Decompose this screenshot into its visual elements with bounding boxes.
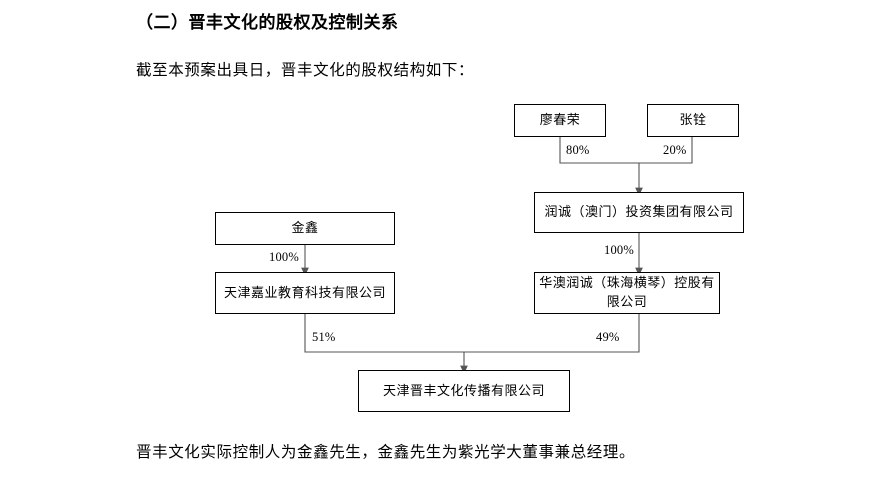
edge-label-zhang-to-runcheng: 20% <box>663 143 687 157</box>
section-heading: （二）晋丰文化的股权及控制关系 <box>136 13 399 32</box>
node-runcheng-macau: 润诚（澳门）投资集团有限公司 <box>534 192 744 233</box>
edge-label-liao-to-runcheng: 80% <box>566 143 590 157</box>
footer-paragraph: 晋丰文化实际控制人为金鑫先生，金鑫先生为紫光学大董事兼总经理。 <box>136 444 636 461</box>
edge-label-jinxin-to-jiaye: 100% <box>269 250 299 264</box>
node-tianjin-jiaye: 天津嘉业教育科技有限公司 <box>215 272 395 314</box>
node-liao-chunrong: 廖春荣 <box>514 104 606 137</box>
node-zhang-quan: 张铨 <box>647 104 739 137</box>
node-huaao-runcheng: 华澳润诚（珠海横琴）控股有限公司 <box>534 272 720 314</box>
edge-label-runcheng-to-huaao: 100% <box>604 243 634 257</box>
intro-paragraph: 截至本预案出具日，晋丰文化的股权结构如下： <box>136 62 475 79</box>
edge-label-huaao-to-jinfeng: 49% <box>596 330 620 344</box>
edge-label-jiaye-to-jinfeng: 51% <box>312 330 336 344</box>
node-jinxin: 金鑫 <box>215 212 395 245</box>
node-tianjin-jinfeng: 天津晋丰文化传播有限公司 <box>358 370 570 412</box>
